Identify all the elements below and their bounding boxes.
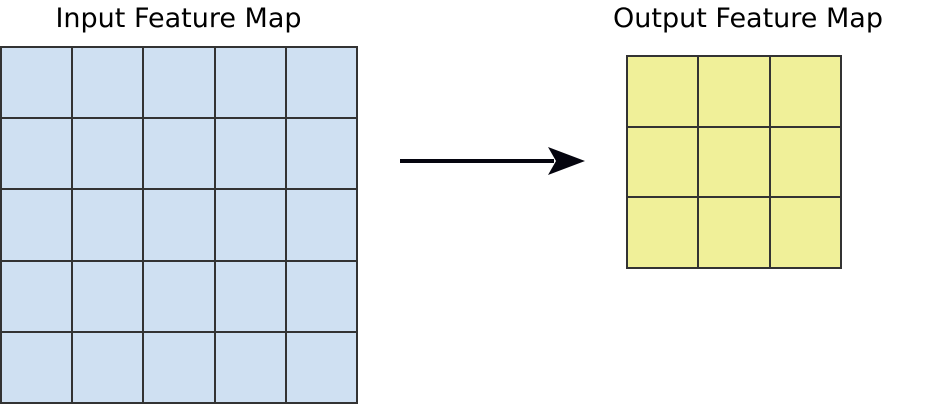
- output-grid-cell-r2c1: [699, 198, 769, 267]
- input-grid-cell-r2c4: [286, 190, 356, 260]
- input-grid-cell-r2c3: [215, 190, 285, 260]
- output-feature-map-grid: [626, 55, 842, 269]
- input-grid-cell-r1c0: [2, 119, 72, 189]
- input-grid-cell-r1c2: [144, 119, 214, 189]
- input-grid-cell-r4c2: [144, 332, 214, 402]
- input-grid-cell-r2c1: [73, 190, 143, 260]
- input-grid-cell-r0c1: [73, 48, 143, 118]
- input-grid-cell-r2c2: [144, 190, 214, 260]
- input-grid-cell-r1c1: [73, 119, 143, 189]
- input-grid-cell-r1c3: [215, 119, 285, 189]
- input-grid-cell-r4c1: [73, 332, 143, 402]
- output-grid-cell-r1c0: [628, 127, 698, 197]
- input-grid-cell-r3c3: [215, 261, 285, 331]
- input-grid-cell-r3c2: [144, 261, 214, 331]
- arrow-head: [548, 147, 585, 175]
- input-grid-cell-r4c4: [286, 332, 356, 402]
- input-grid-cell-r0c2: [144, 48, 214, 118]
- input-grid-cell-r4c3: [215, 332, 285, 402]
- output-grid-cell-r0c2: [770, 57, 840, 126]
- input-grid-cell-r3c0: [2, 261, 72, 331]
- input-grid-cell-r0c3: [215, 48, 285, 118]
- input-grid-cell-r1c4: [286, 119, 356, 189]
- input-grid-cell-r2c0: [2, 190, 72, 260]
- transformation-arrow-icon: [400, 147, 585, 175]
- input-feature-map-title: Input Feature Map: [55, 3, 302, 34]
- output-grid-cell-r1c2: [770, 127, 840, 197]
- input-grid-cell-r0c0: [2, 48, 72, 118]
- output-grid-cell-r2c0: [628, 198, 698, 267]
- output-grid-cell-r0c0: [628, 57, 698, 126]
- input-grid-cell-r3c4: [286, 261, 356, 331]
- output-feature-map-title: Output Feature Map: [613, 3, 883, 34]
- output-grid-cell-r0c1: [699, 57, 769, 126]
- input-feature-map-grid: [0, 46, 358, 404]
- input-grid-cell-r4c0: [2, 332, 72, 402]
- input-grid-cell-r3c1: [73, 261, 143, 331]
- output-grid-cell-r1c1: [699, 127, 769, 197]
- input-grid-cell-r0c4: [286, 48, 356, 118]
- output-grid-cell-r2c2: [770, 198, 840, 267]
